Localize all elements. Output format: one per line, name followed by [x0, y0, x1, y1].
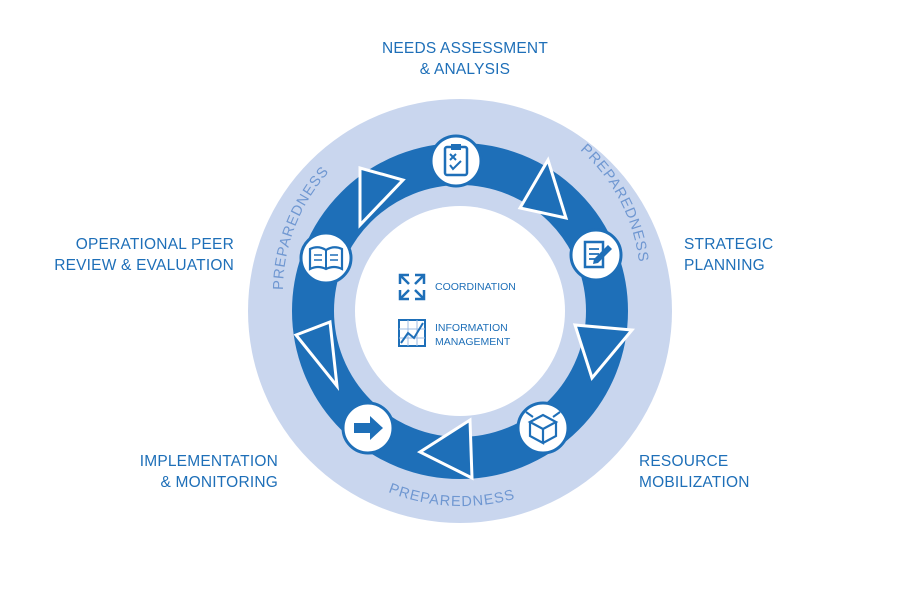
- stage-resource-mobilization: RESOURCE MOBILIZATION: [639, 451, 750, 493]
- information-line1: INFORMATION: [435, 322, 508, 334]
- stage-peer-line1: OPERATIONAL PEER: [75, 236, 234, 253]
- stage-impl-line1: IMPLEMENTATION: [139, 453, 278, 470]
- center-information-management: INFORMATION MANAGEMENT: [435, 321, 510, 349]
- arrowhead-top-left: [358, 166, 406, 229]
- stage-peer-line2: REVIEW & EVALUATION: [54, 257, 234, 274]
- center-circle: [355, 206, 565, 416]
- stage-peer-review: OPERATIONAL PEER REVIEW & EVALUATION: [20, 234, 234, 276]
- information-line2: MANAGEMENT: [435, 336, 511, 348]
- stage-strategic-line1: STRATEGIC: [684, 236, 774, 253]
- arrowhead-left: [293, 319, 340, 391]
- document-pen-icon: [569, 228, 623, 282]
- chart-icon: [398, 319, 426, 347]
- arrowhead-bottom: [416, 417, 474, 481]
- arrowhead-top-right: [517, 156, 569, 221]
- open-book-icon: [299, 231, 353, 285]
- stage-strategic-line2: PLANNING: [684, 257, 765, 274]
- checklist-icon: [429, 134, 483, 188]
- arrowhead-right: [572, 323, 635, 382]
- center-coordination: COORDINATION: [435, 280, 516, 294]
- arrow-right-icon: [341, 401, 395, 455]
- stage-resource-line1: RESOURCE: [639, 453, 729, 470]
- stage-needs-line1: NEEDS ASSESSMENT: [382, 40, 548, 57]
- coordination-icon: [398, 273, 426, 301]
- stage-needs-assessment: NEEDS ASSESSMENT & ANALYSIS: [340, 38, 590, 80]
- coordination-label: COORDINATION: [435, 281, 516, 293]
- stage-strategic-planning: STRATEGIC PLANNING: [684, 234, 773, 276]
- stage-resource-line2: MOBILIZATION: [639, 474, 750, 491]
- stage-implementation-monitoring: IMPLEMENTATION & MONITORING: [60, 451, 278, 493]
- box-icon: [516, 401, 570, 455]
- stage-needs-line2: & ANALYSIS: [419, 61, 511, 78]
- stage-impl-line2: & MONITORING: [160, 474, 278, 491]
